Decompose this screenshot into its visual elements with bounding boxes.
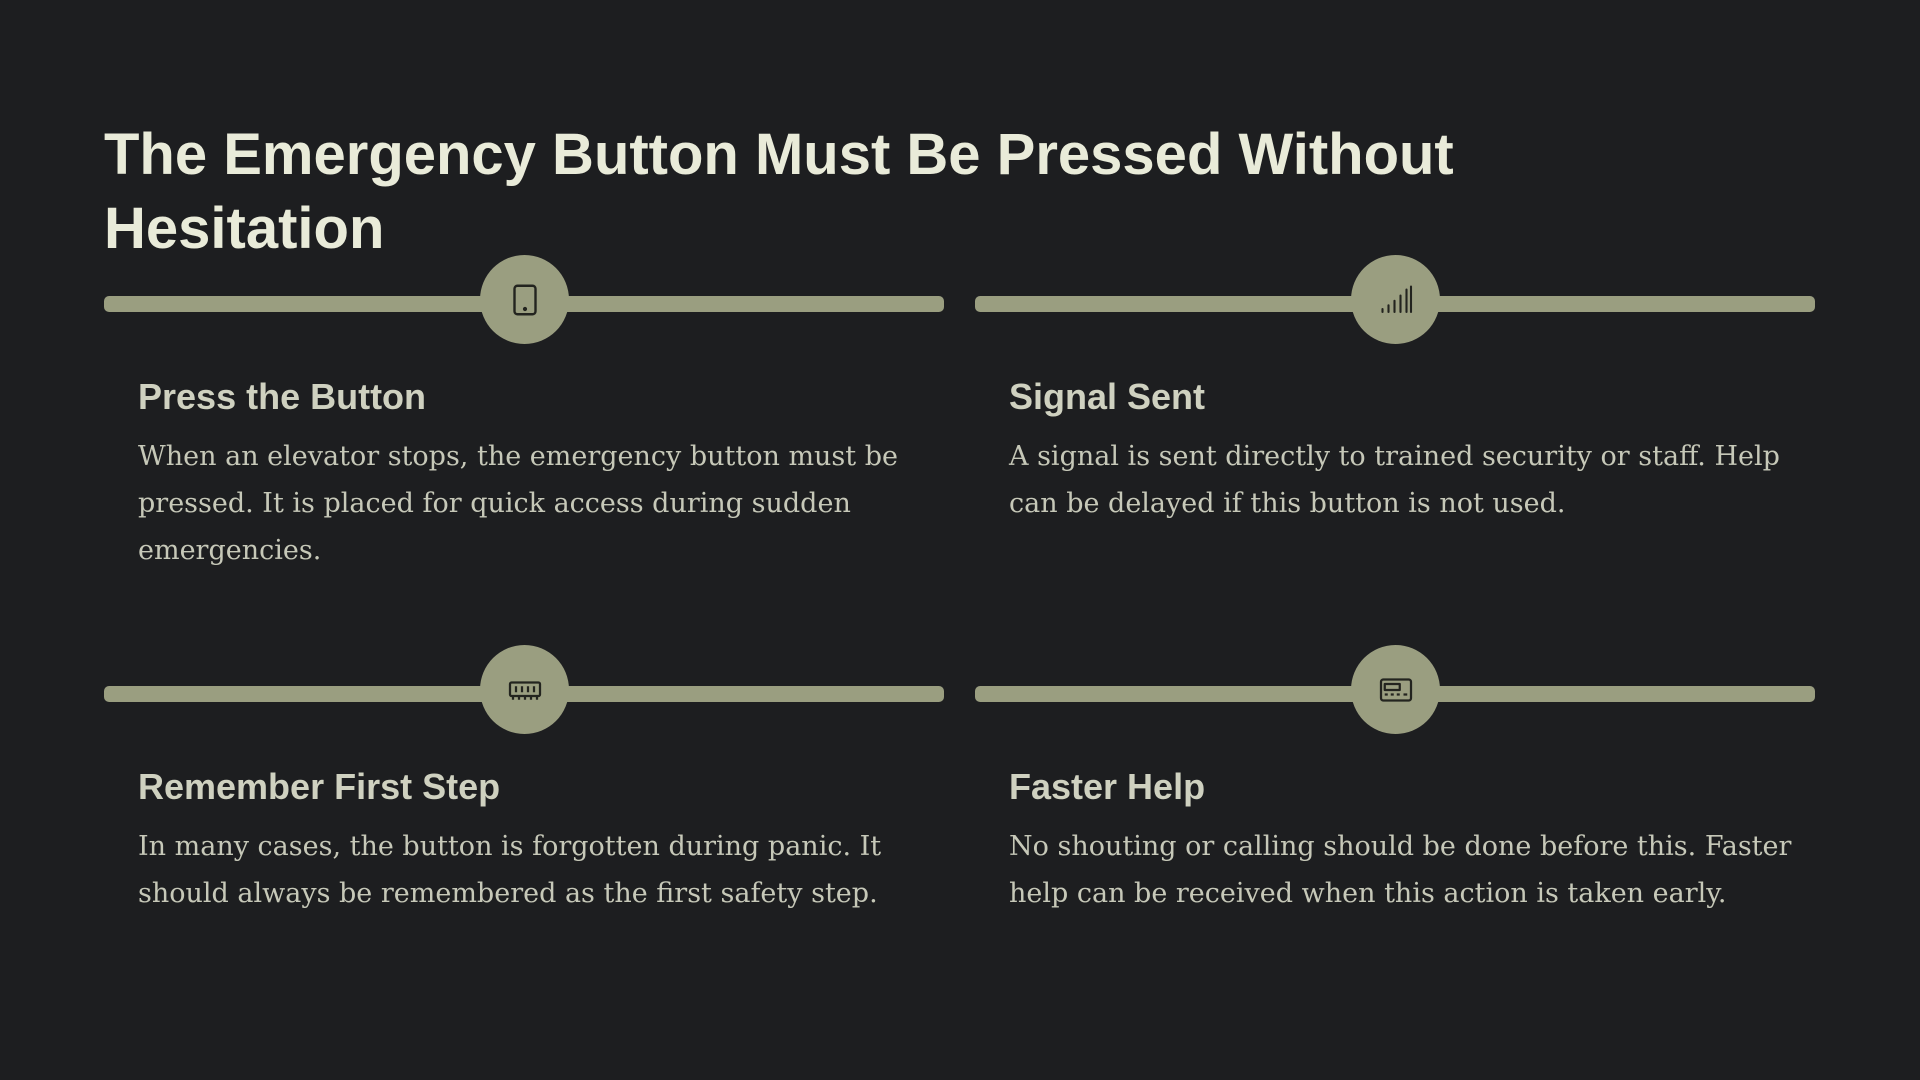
signal-bars-icon — [1380, 284, 1412, 313]
card-title: Remember First Step — [138, 766, 501, 807]
card-text: No shouting or calling should be done be… — [1009, 831, 1792, 909]
card-reader-icon — [1379, 677, 1412, 702]
card-title: Faster Help — [1009, 766, 1206, 807]
card-icon-badge — [1351, 255, 1440, 344]
card-icon-badge — [480, 255, 569, 344]
card-text: In many cases, the button is forgotten d… — [138, 831, 882, 909]
card-icon-badge — [480, 645, 569, 734]
memory-chip-icon — [508, 680, 541, 700]
tablet-icon — [512, 284, 537, 315]
slide-title: The Emergency Button Must Be Pressed Wit… — [104, 122, 1454, 261]
card-title: Press the Button — [138, 376, 427, 417]
card-text: A signal is sent directly to trained sec… — [1009, 441, 1780, 519]
card-text: When an elevator stops, the emergency bu… — [138, 441, 898, 566]
card-title: Signal Sent — [1009, 376, 1206, 417]
card-icon-badge — [1351, 645, 1440, 734]
